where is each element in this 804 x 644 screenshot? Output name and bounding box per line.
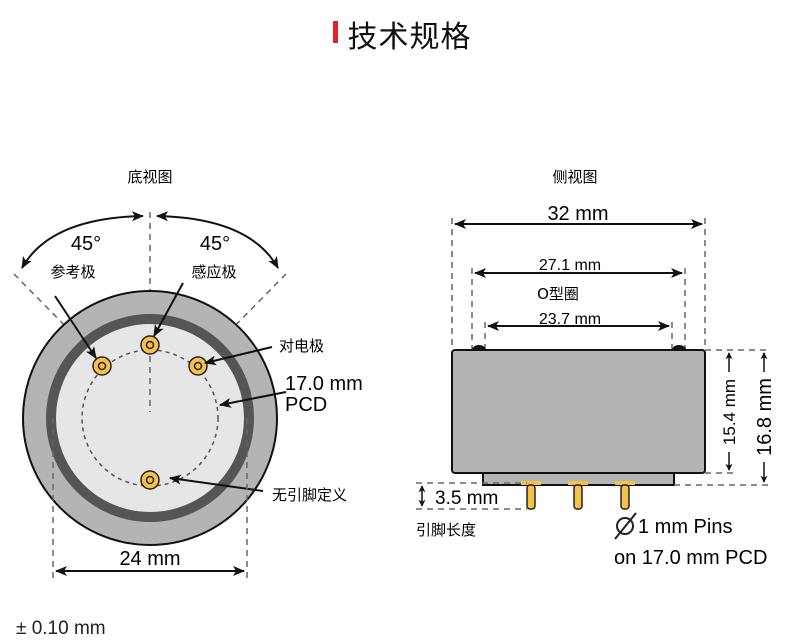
pin-undefined [140, 470, 160, 490]
side-pin-1 [526, 484, 536, 510]
height-body-label-bg [721, 372, 737, 452]
side-pin-3 [620, 484, 630, 510]
oring-inner-label: 23.7 mm [539, 311, 601, 328]
pin-length-label: 引脚长度 [416, 521, 476, 539]
diameter-label: 24 mm [119, 548, 180, 570]
angle-right-label: 45° [200, 233, 230, 255]
width-total-label: 32 mm [547, 203, 608, 225]
angle-arc-right [156, 211, 279, 269]
side-view: 侧视图 32 mm 27.1 mm O型圈 23.7 mm [416, 168, 776, 569]
sensor-body-side [451, 349, 706, 474]
title-accent-bar [332, 21, 338, 43]
bottom-view-title: 底视图 [127, 168, 172, 186]
reference-leader-arrow [54, 295, 97, 359]
undefined-pin-label: 无引脚定义 [272, 486, 347, 504]
side-pin-2 [573, 484, 583, 510]
pin-pad-2 [568, 481, 588, 485]
pin-sensing [140, 335, 160, 355]
sensing-electrode-label: 感应极 [191, 263, 236, 281]
oring-label: O型圈 [537, 285, 579, 303]
pin-length-value: 3.5 mm [435, 488, 498, 509]
pcd-value-label: 17.0 mm [285, 373, 363, 395]
diameter-icon [614, 512, 637, 540]
pcd-label: PCD [285, 394, 327, 416]
page-header: 技术规格 [0, 12, 804, 56]
side-pins [521, 481, 635, 510]
side-view-title: 侧视图 [552, 168, 597, 186]
height-body-label: 15.4 mm [720, 379, 739, 445]
height-total-label-bg [755, 372, 773, 462]
oring-outer-label: 27.1 mm [539, 257, 601, 274]
sensing-leader-arrow [153, 282, 184, 337]
reference-electrode-label: 参考极 [50, 263, 95, 281]
counter-leader-arrow [204, 346, 273, 366]
pin-pad-3 [615, 481, 635, 485]
angle-left-label: 45° [71, 233, 101, 255]
angle-arc-left [21, 211, 144, 269]
height-total-label: 16.8 mm [754, 378, 776, 456]
counter-electrode-label: 对电极 [279, 337, 324, 355]
page-title: 技术规格 [347, 20, 472, 55]
pin-counter [188, 356, 208, 376]
pin-pad-1 [521, 481, 541, 485]
pin-spec-line1: 1 mm Pins [638, 516, 732, 538]
tolerance-note: ± 0.10 mm [16, 618, 106, 639]
bottom-view: 底视图 45° 45° 参考极 感应极 [13, 168, 363, 580]
pin-reference [92, 356, 112, 376]
pin-spec-line2: on 17.0 mm PCD [614, 547, 767, 569]
pcd-leader-arrow [219, 391, 287, 408]
